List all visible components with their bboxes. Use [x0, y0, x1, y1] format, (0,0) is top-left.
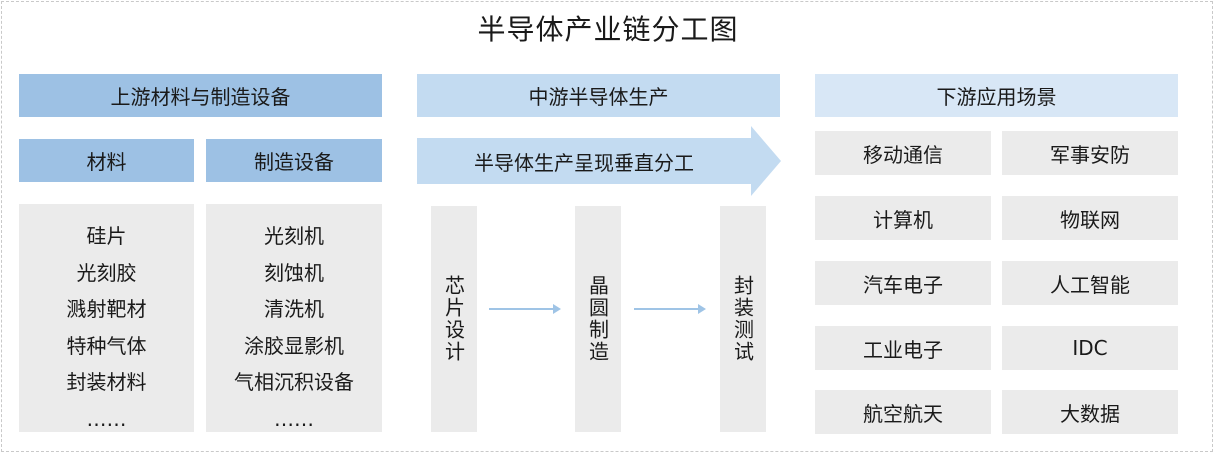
materials-list: 硅片 光刻胶 溅射靶材 特种气体 封装材料 …… [19, 204, 194, 432]
application-cell: 工业电子 [815, 326, 991, 370]
application-cell: IDC [1002, 326, 1178, 370]
list-item: 涂胶显影机 [244, 333, 344, 358]
downstream-header: 下游应用场景 [815, 74, 1178, 117]
step-label: 晶圆制造 [585, 275, 610, 363]
application-cell: 汽车电子 [815, 261, 991, 305]
midstream-banner-label: 半导体生产呈现垂直分工 [474, 150, 694, 175]
application-cell: 移动通信 [815, 131, 991, 175]
application-label: 工业电子 [863, 337, 943, 362]
application-label: 计算机 [873, 207, 933, 232]
banner-arrow-shape [417, 126, 781, 196]
list-item: 光刻机 [264, 224, 324, 248]
application-cell: 计算机 [815, 196, 991, 240]
step-label: 封装测试 [730, 275, 755, 363]
application-cell: 航空航天 [815, 390, 991, 434]
list-item: 硅片 [86, 224, 127, 248]
list-item: 特种气体 [66, 333, 147, 358]
application-cell: 人工智能 [1002, 261, 1178, 305]
list-item: 封装材料 [66, 370, 147, 394]
equipment-header-label: 制造设备 [254, 150, 334, 174]
application-label: 航空航天 [863, 401, 943, 426]
application-label: 汽车电子 [863, 272, 943, 297]
application-label: 军事安防 [1050, 142, 1130, 167]
application-cell: 大数据 [1002, 390, 1178, 434]
midstream-header: 中游半导体生产 [417, 74, 780, 117]
list-item: 光刻胶 [76, 260, 137, 285]
application-cell: 军事安防 [1002, 131, 1178, 175]
upstream-header-label: 上游材料与制造设备 [110, 85, 291, 109]
flow-arrow-2 [634, 304, 706, 314]
flow-arrow-1 [489, 304, 561, 314]
step-wafer-fab: 晶圆制造 [575, 206, 621, 432]
step-chip-design: 芯片设计 [431, 206, 477, 432]
application-label: 大数据 [1060, 401, 1120, 426]
list-item: …… [86, 406, 127, 431]
application-label: IDC [1072, 336, 1108, 360]
materials-header: 材料 [19, 139, 194, 182]
list-item: …… [274, 406, 314, 431]
list-item: 溅射靶材 [66, 297, 147, 321]
vertical-division-arrow [417, 126, 781, 196]
application-cell: 物联网 [1002, 196, 1178, 240]
step-label: 芯片设计 [441, 275, 466, 363]
list-item: 清洗机 [264, 297, 324, 321]
application-label: 移动通信 [863, 142, 943, 167]
midstream-header-label: 中游半导体生产 [528, 85, 669, 109]
equipment-list: 光刻机 刻蚀机 清洗机 涂胶显影机 气相沉积设备 …… [206, 204, 382, 432]
list-item: 刻蚀机 [264, 260, 324, 285]
application-label: 物联网 [1060, 207, 1120, 232]
application-label: 人工智能 [1050, 272, 1130, 297]
diagram-title: 半导体产业链分工图 [477, 13, 739, 46]
midstream-banner: 半导体生产呈现垂直分工 [417, 138, 751, 184]
upstream-header: 上游材料与制造设备 [19, 74, 382, 117]
downstream-header-label: 下游应用场景 [936, 85, 1057, 109]
list-item: 气相沉积设备 [234, 370, 354, 394]
step-packaging-test: 封装测试 [720, 206, 766, 432]
equipment-header: 制造设备 [206, 139, 382, 182]
materials-header-label: 材料 [86, 150, 127, 174]
